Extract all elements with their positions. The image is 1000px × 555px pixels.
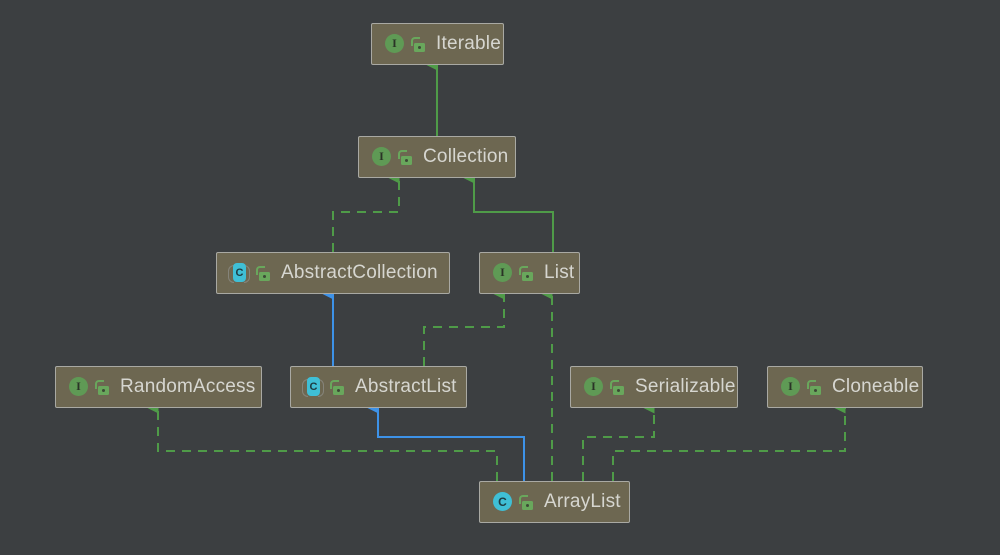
interface-icon: I [67, 376, 89, 398]
interface-icon: I [582, 376, 604, 398]
collection-icon-group: I [370, 146, 414, 168]
abstract-class-icon: C [302, 376, 324, 398]
edge-list-to-collection [463, 172, 554, 252]
edge-abstractlist-to-list [423, 288, 505, 366]
uml-node-abstractcollection[interactable]: C AbstractCollection [216, 252, 450, 294]
serializable-icon-group: I [582, 376, 626, 398]
class-icon: C [491, 491, 513, 513]
uml-node-label: ArrayList [544, 491, 621, 512]
abstractcollection-icon-group: C [228, 262, 272, 284]
uml-node-label: RandomAccess [120, 376, 256, 397]
uml-node-label: AbstractCollection [281, 262, 438, 283]
uml-node-list[interactable]: I List [479, 252, 580, 294]
edge-arraylist-to-serializable [582, 402, 655, 481]
abstractlist-icon-group: C [302, 376, 346, 398]
unlocked-padlock-icon [398, 148, 414, 166]
list-icon-group: I [491, 262, 535, 284]
iterable-icon-group: I [383, 33, 427, 55]
uml-node-label: Serializable [635, 376, 736, 397]
unlocked-padlock-icon [519, 493, 535, 511]
cloneable-icon-group: I [779, 376, 823, 398]
interface-icon: I [383, 33, 405, 55]
interface-icon: I [491, 262, 513, 284]
edge-arraylist-to-cloneable [612, 402, 846, 481]
unlocked-padlock-icon [519, 264, 535, 282]
uml-node-collection[interactable]: I Collection [358, 136, 516, 178]
edge-arraylist-to-abstractlist [367, 402, 525, 481]
uml-node-label: AbstractList [355, 376, 457, 397]
uml-node-serializable[interactable]: I Serializable [570, 366, 738, 408]
unlocked-padlock-icon [411, 35, 427, 53]
uml-node-label: Collection [423, 146, 509, 167]
uml-node-randomaccess[interactable]: I RandomAccess [55, 366, 262, 408]
uml-node-arraylist[interactable]: C ArrayList [479, 481, 630, 523]
edge-abstractcollection-to-collection [332, 172, 400, 252]
unlocked-padlock-icon [256, 264, 272, 282]
interface-icon: I [779, 376, 801, 398]
uml-node-label: List [544, 262, 575, 283]
unlocked-padlock-icon [807, 378, 823, 396]
unlocked-padlock-icon [610, 378, 626, 396]
arraylist-icon-group: C [491, 491, 535, 513]
unlocked-padlock-icon [330, 378, 346, 396]
uml-node-label: Iterable [436, 33, 501, 54]
randomaccess-icon-group: I [67, 376, 111, 398]
interface-icon: I [370, 146, 392, 168]
abstract-class-icon: C [228, 262, 250, 284]
uml-node-label: Cloneable [832, 376, 920, 397]
uml-node-iterable[interactable]: I Iterable [371, 23, 504, 65]
unlocked-padlock-icon [95, 378, 111, 396]
uml-node-abstractlist[interactable]: C AbstractList [290, 366, 467, 408]
edge-arraylist-to-randomaccess [147, 402, 498, 481]
uml-node-cloneable[interactable]: I Cloneable [767, 366, 923, 408]
